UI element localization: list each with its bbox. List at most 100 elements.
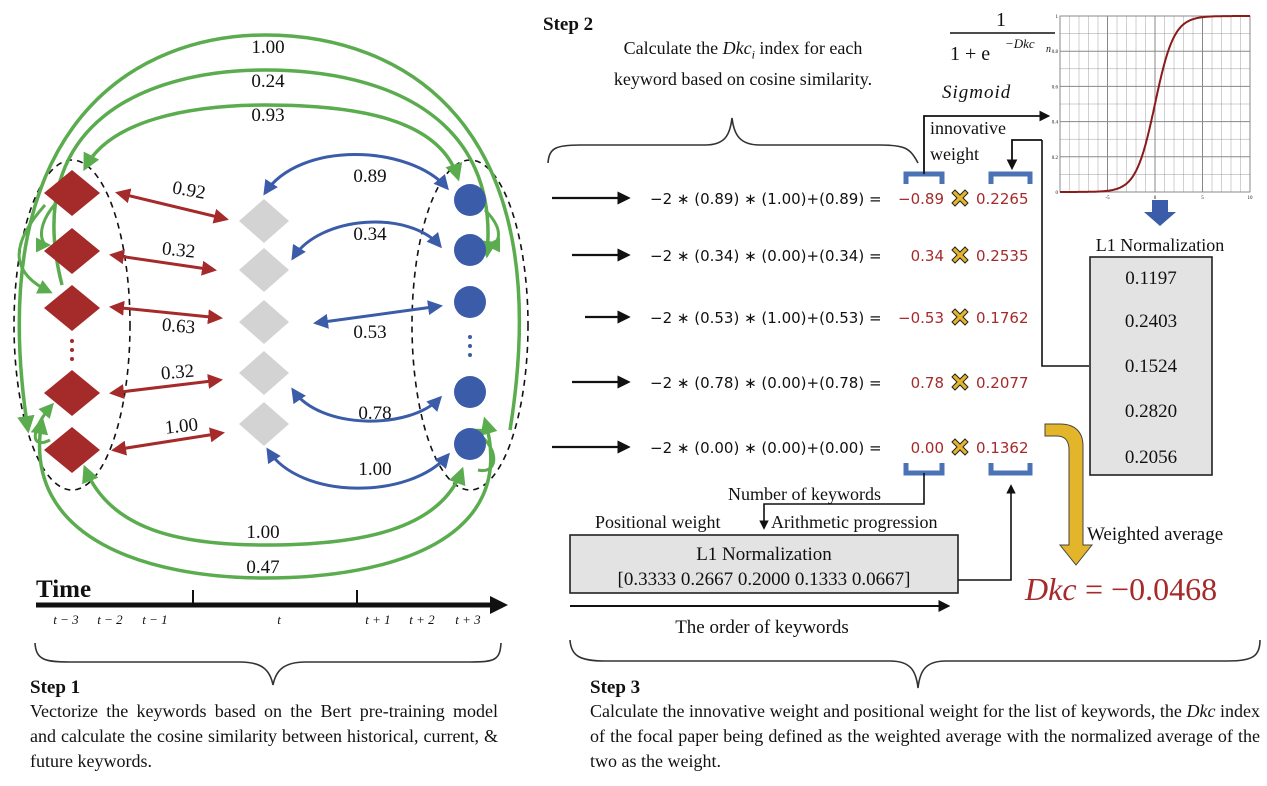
green-arc-2 xyxy=(52,68,498,286)
blue-similarity-label: 0.89 xyxy=(353,166,386,187)
dkc-variable: Dkc xyxy=(722,38,752,58)
step2-text-line2: keyword based on cosine similarity. xyxy=(613,68,873,89)
future-keyword-node xyxy=(454,286,486,318)
dkc-result-value: = −0.0468 xyxy=(1085,571,1217,607)
innovative-weight-value: 0.1762 xyxy=(976,309,1029,327)
timeline-tick-label: t + 3 xyxy=(455,612,481,627)
red-similarity-arrow xyxy=(115,188,229,224)
dkc-value: −0.53 xyxy=(898,309,944,327)
sigmoid-denominator: 1 + e xyxy=(950,43,990,65)
timeline-tick-label: t + 1 xyxy=(365,612,390,627)
positional-l1-values: [0.3333 0.2667 0.2000 0.1333 0.0667] xyxy=(618,569,911,590)
step2-text: Calculate the xyxy=(623,38,723,58)
weighted-average-label: Weighted average xyxy=(1087,524,1223,545)
dkc-result-var: Dkc xyxy=(1024,571,1077,607)
l1-connector xyxy=(1041,140,1089,367)
dkc-formula: −2 ∗ (0.00) ∗ (0.00)+(0.00) = xyxy=(650,439,882,457)
dkc-subscript: i xyxy=(751,47,755,62)
current-keyword-node xyxy=(239,199,289,243)
sigmoid-y-tick: 0.8 xyxy=(1052,50,1059,55)
blue-similarity-arrow xyxy=(313,300,443,329)
sigmoid-exponent: −Dkc xyxy=(1005,36,1035,51)
step3-title: Step 3 xyxy=(590,677,641,698)
sigmoid-connector xyxy=(923,110,1051,174)
ellipsis-dot xyxy=(70,348,74,352)
dkc-value: 0.34 xyxy=(911,247,944,265)
ellipsis-dot xyxy=(70,339,74,343)
historical-keyword-node xyxy=(44,370,100,416)
sigmoid-exponent-sub: n xyxy=(1046,44,1051,55)
dkc-value: 0.00 xyxy=(911,439,944,457)
red-similarity-arrow xyxy=(109,249,217,276)
green-similarity-label: 0.47 xyxy=(246,557,279,578)
number-of-keywords-connector xyxy=(759,473,925,530)
ellipsis-dot xyxy=(468,335,472,339)
green-small-arc-3 xyxy=(33,402,54,444)
green-similarity-label: 1.00 xyxy=(251,37,284,58)
dkc-value: 0.78 xyxy=(911,374,944,392)
step3-text: index of the focal paper being defined a… xyxy=(590,701,1260,771)
future-keyword-node xyxy=(454,376,486,408)
historical-keyword-node xyxy=(44,285,100,331)
green-small-arc-2 xyxy=(17,204,53,294)
multiply-icon xyxy=(951,189,969,207)
red-similarity-label: 0.32 xyxy=(161,238,196,262)
timeline-label: Time xyxy=(36,576,91,603)
sigmoid-numerator: 1 xyxy=(996,9,1006,31)
dkc-column-bracket-top xyxy=(903,171,945,184)
arithmetic-progression-label: Arithmetic progression xyxy=(771,512,937,532)
step2-text: index for each xyxy=(754,38,863,58)
down-arrow-icon xyxy=(1144,200,1176,226)
sigmoid-x-tick: 10 xyxy=(1248,196,1254,201)
timeline-arrowhead xyxy=(490,596,508,614)
future-keyword-node xyxy=(454,184,486,216)
red-similarity-arrow xyxy=(111,427,225,456)
blue-similarity-label: 0.78 xyxy=(358,403,391,424)
red-similarity-arrow xyxy=(109,373,223,400)
sigmoid-y-tick: 0.2 xyxy=(1052,156,1059,161)
innovative-weight-value: 0.2535 xyxy=(976,247,1029,265)
sigmoid-y-tick: 0 xyxy=(1056,191,1059,196)
red-similarity-label: 1.00 xyxy=(164,414,199,438)
l1-innovative-box xyxy=(1089,256,1213,476)
red-similarity-arrow xyxy=(109,300,223,325)
positional-l1-title: L1 Normalization xyxy=(696,544,832,565)
innovative-weight-value: 0.1362 xyxy=(976,439,1029,457)
l1-innovative-value: 0.1197 xyxy=(1125,268,1177,289)
blue-similarity-arrow xyxy=(291,387,443,423)
l1-innovative-value: 0.2403 xyxy=(1125,311,1177,332)
red-similarity-label: 0.92 xyxy=(171,177,207,203)
red-similarity-label: 0.32 xyxy=(160,361,195,385)
current-keyword-node xyxy=(239,300,289,344)
step1-description: Vectorize the keywords based on the Bert… xyxy=(30,701,498,771)
weight-column-bracket-bottom xyxy=(988,463,1033,476)
sigmoid-x-tick: -5 xyxy=(1105,196,1110,201)
sigmoid-y-tick: 0.4 xyxy=(1052,121,1059,126)
multiply-icon xyxy=(951,373,969,391)
dkc-column-bracket-bottom xyxy=(903,463,945,476)
l1-innovative-value: 0.2820 xyxy=(1125,401,1177,422)
green-arc-1 xyxy=(17,33,522,434)
step3-text: Calculate the innovative weight and posi… xyxy=(590,701,1187,721)
innovative-weight-label: weight xyxy=(930,144,979,164)
sigmoid-label: Sigmoid xyxy=(942,82,1011,103)
weighted-average-arrow xyxy=(1044,423,1094,566)
current-keyword-node xyxy=(239,402,289,446)
l1-innovative-value: 0.1524 xyxy=(1125,356,1178,377)
sigmoid-curve xyxy=(1060,15,1250,193)
red-similarity-label: 0.63 xyxy=(161,315,196,339)
green-similarity-label: 0.24 xyxy=(251,71,285,92)
l1-innovative-value: 0.2056 xyxy=(1125,447,1177,468)
current-keyword-node xyxy=(239,248,289,292)
dkc-formula: −2 ∗ (0.53) ∗ (1.00)+(0.53) = xyxy=(650,309,882,327)
ellipsis-dot xyxy=(468,353,472,357)
blue-similarity-arrow xyxy=(266,447,450,490)
positional-l1-box xyxy=(569,534,959,594)
future-keywords xyxy=(454,184,486,460)
timeline-tick-label: t − 1 xyxy=(142,612,167,627)
step1-title: Step 1 xyxy=(30,677,81,698)
step2-description: Calculate the Dkci index for each keywor… xyxy=(543,36,943,91)
timeline-tick-label: t + 2 xyxy=(409,612,435,627)
historical-keywords xyxy=(44,170,100,473)
